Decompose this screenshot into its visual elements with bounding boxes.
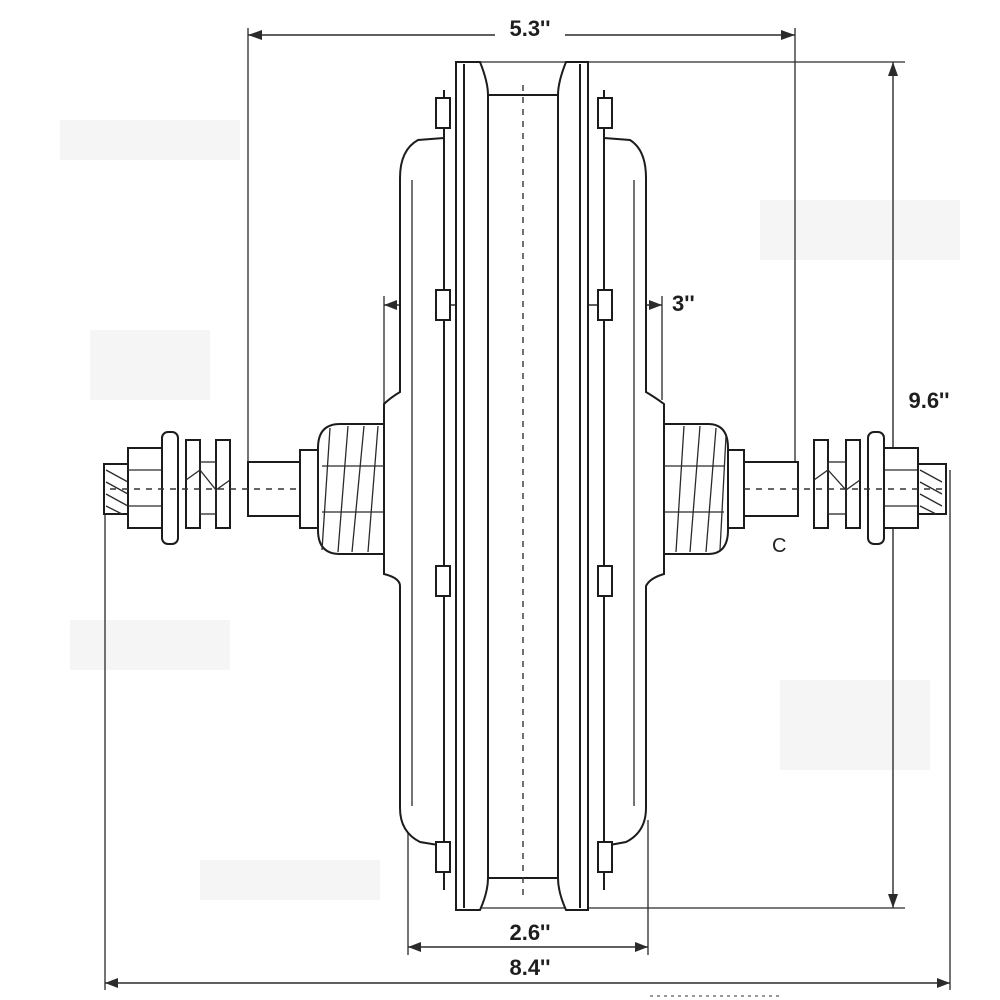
c-mark: C (772, 535, 786, 557)
dim-label-rim-width: 2.6'' (509, 920, 550, 945)
bearing-left (317, 423, 385, 555)
dim-label-axle-length: 8.4'' (509, 955, 550, 980)
dim-label-flange-width: 3'' (672, 291, 695, 316)
dimension-rim-width: 2.6'' (407, 820, 649, 955)
dimension-top-width: 5.3'' (247, 14, 796, 470)
dim-label-diameter: 9.6'' (908, 388, 949, 413)
axle-right: C (723, 431, 947, 557)
bolt-bottom-left (435, 841, 451, 873)
dimension-axle-length: 8.4'' (104, 470, 951, 990)
bolt-top-right (597, 97, 613, 129)
bearing-right (663, 423, 729, 555)
bolts (435, 97, 613, 873)
motor-body (383, 136, 665, 848)
rim (443, 61, 605, 911)
bolt-mid-lower-left (435, 565, 451, 597)
bolt-mid-upper-right (597, 289, 613, 321)
bolt-top-left (435, 97, 451, 129)
dim-label-top-width: 5.3'' (509, 16, 550, 41)
axle-centerline (322, 465, 724, 513)
axle-left (103, 431, 323, 545)
background-texture (60, 120, 960, 900)
bolt-mid-upper-left (435, 289, 451, 321)
bolt-bottom-right (597, 841, 613, 873)
bolt-mid-lower-right (597, 565, 613, 597)
